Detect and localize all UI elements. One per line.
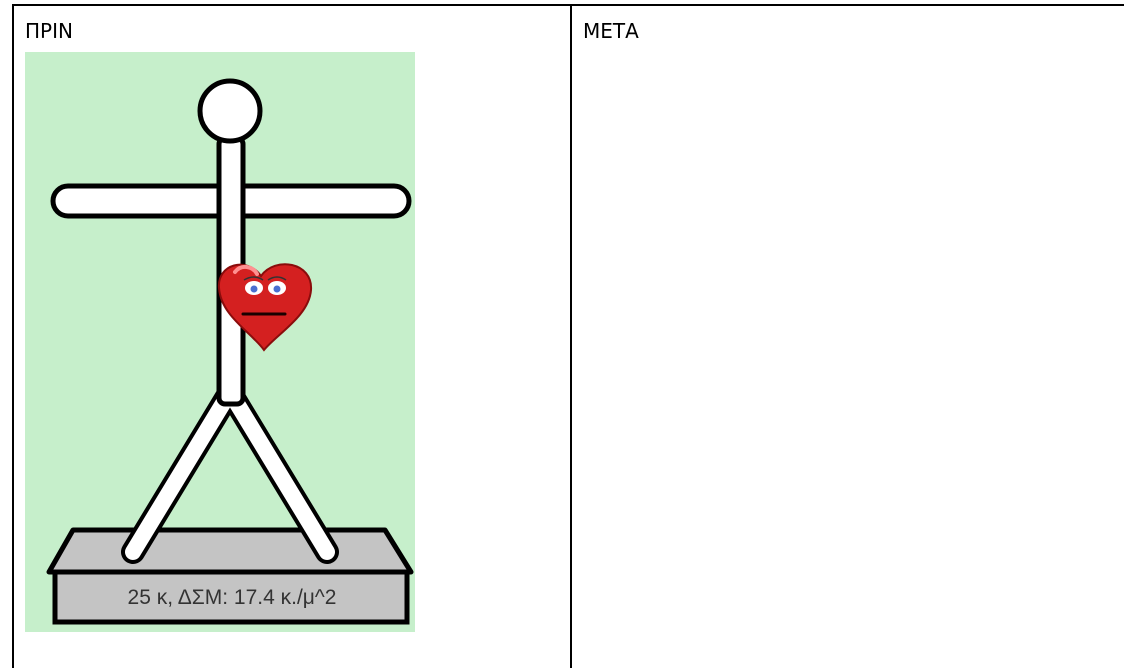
after-cell: ΜΕΤΑ — [572, 6, 1126, 668]
stick-figure-illustration: 25 κ, ΔΣΜ: 17.4 κ./μ^2 — [25, 52, 415, 632]
head — [200, 81, 260, 141]
before-cell: ΠΡΙΝ — [14, 6, 572, 668]
before-header: ΠΡΙΝ — [25, 19, 73, 43]
comparison-table: ΠΡΙΝ — [12, 4, 1124, 668]
after-header: ΜΕΤΑ — [583, 19, 639, 43]
stick-figure-graphic — [25, 52, 415, 632]
pedestal-label: 25 κ, ΔΣΜ: 17.4 κ./μ^2 — [57, 578, 407, 618]
pedestal-top — [49, 530, 411, 572]
